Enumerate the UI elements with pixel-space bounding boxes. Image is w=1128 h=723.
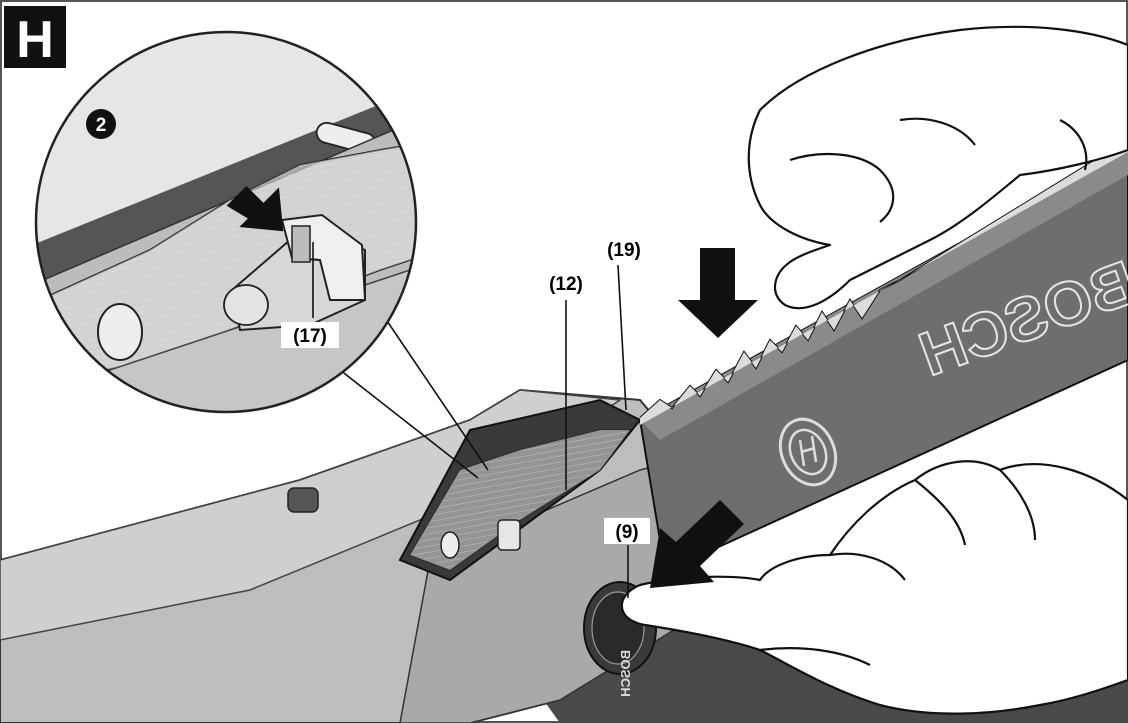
callout-17: (17) bbox=[293, 326, 327, 347]
step-badge bbox=[86, 109, 116, 139]
zoom-arrow-icon bbox=[226, 185, 284, 232]
callout-9: (9) bbox=[615, 522, 638, 543]
lower-hand bbox=[620, 460, 1128, 715]
upper-hand bbox=[747, 25, 1128, 310]
callout-12: (12) bbox=[549, 274, 583, 295]
figure-letter-box bbox=[4, 6, 66, 68]
knob-brand-text: BOSCH bbox=[618, 650, 633, 697]
down-arrow-icon bbox=[678, 248, 758, 338]
diagonal-arrow-icon bbox=[650, 500, 744, 588]
bosch-logo-icon bbox=[778, 417, 838, 487]
step-number: 2 bbox=[96, 115, 107, 136]
figure-letter: H bbox=[16, 11, 54, 69]
callout-19: (19) bbox=[607, 240, 641, 261]
